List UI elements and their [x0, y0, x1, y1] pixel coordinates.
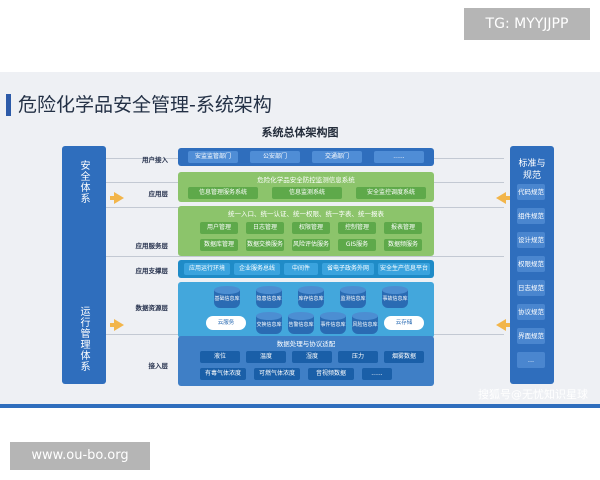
- access-box-av-data: 音视频数据: [308, 368, 354, 380]
- right-arrow-tail-2: [504, 323, 510, 327]
- std-item-more: ...: [517, 352, 545, 368]
- support-box-platform: 安全生产信息平台: [378, 263, 430, 275]
- support-box-runtime: 应用运行环境: [184, 263, 230, 275]
- support-box-esb: 企业服务总线: [234, 263, 280, 275]
- std-item-ui: 界面规范: [517, 328, 545, 344]
- std-item-protocol: 协议规范: [517, 304, 545, 320]
- svc-box-data-freq: 数据频服务: [384, 239, 422, 251]
- app-service-header: 统一入口、统一认证、统一权限、统一字表、统一报表: [228, 210, 384, 218]
- svc-box-database: 数据库管理: [200, 239, 238, 251]
- access-box-humidity: 湿度: [292, 351, 332, 363]
- access-box-toxic-gas: 有毒气体浓度: [200, 368, 246, 380]
- left-arrow-tail-1: [110, 196, 116, 200]
- title-accent-bar: [6, 94, 11, 116]
- row-label-data-resource: 数据资源层: [135, 304, 169, 312]
- user-box-police: 公安部门: [250, 151, 300, 163]
- app-layer-header: 危险化学品安全防控监测信息系统: [257, 176, 355, 184]
- access-box-smoke: 烟雾数据: [384, 351, 424, 363]
- svc-box-report: 报表管理: [384, 222, 422, 234]
- cloud-service: 云服务: [206, 316, 246, 330]
- access-layer: 数据处理与协议适配 液位 温度 湿度 压力 烟雾数据 有毒气体浓度 可燃气体浓度…: [178, 336, 434, 386]
- tg-badge: TG: MYYJJPP: [464, 8, 590, 40]
- row-label-app-support: 应用支撑层: [135, 267, 169, 275]
- right-arrow-1: [496, 192, 506, 204]
- app-box-dispatch: 安全监控调度系统: [356, 187, 426, 199]
- left-arrow-1: [114, 192, 124, 204]
- watermark: 搜狐号@无忧知识星球: [478, 388, 588, 401]
- app-support-layer: 应用运行环境 企业服务总线 中间件 省电子政务外网 安全生产信息平台: [178, 260, 434, 278]
- row-label-app-layer: 应用层: [148, 190, 169, 198]
- std-item-log: 日志规范: [517, 280, 545, 296]
- operation-management-label: 运行管理体系: [78, 306, 89, 372]
- std-item-permission: 权限规范: [517, 256, 545, 272]
- row-label-user-access: 用户接入: [142, 156, 168, 164]
- svc-box-permission: 权限管理: [292, 222, 330, 234]
- access-box-temperature: 温度: [246, 351, 286, 363]
- svc-box-exchange: 数据交换服务: [246, 239, 284, 251]
- url-badge: www.ou-bo.org: [10, 442, 150, 470]
- diagram-title: 系统总体架构图: [261, 126, 339, 139]
- bottom-strip: [0, 404, 600, 408]
- connector-line: [106, 256, 504, 257]
- access-layer-header: 数据处理与协议适配: [276, 340, 336, 348]
- right-arrow-2: [496, 319, 506, 331]
- svc-box-control: 控制管理: [338, 222, 376, 234]
- user-box-safety: 安监监管部门: [188, 151, 238, 163]
- std-item-design: 设计规范: [517, 232, 545, 248]
- svc-box-log: 日志管理: [246, 222, 284, 234]
- architecture-slide: 危险化学品安全管理-系统架构 系统总体架构图 安全体系 运行管理体系 标准与 规…: [0, 72, 600, 408]
- svc-box-risk: 风险评估服务: [292, 239, 330, 251]
- data-resource-layer: 基础信息库 隐患信息库 库存信息库 监测信息库 事故信息库 云服务 交换信息库 …: [178, 282, 434, 338]
- app-service-layer: 统一入口、统一认证、统一权限、统一字表、统一报表 用户管理 日志管理 权限管理 …: [178, 206, 434, 256]
- left-system-panel: 安全体系 运行管理体系: [62, 146, 106, 384]
- right-arrow-tail-1: [504, 196, 510, 200]
- left-arrow-2: [114, 319, 124, 331]
- user-box-traffic: 交通部门: [312, 151, 362, 163]
- app-box-monitor: 信息监测系统: [272, 187, 342, 199]
- access-box-flammable-gas: 可燃气体浓度: [254, 368, 300, 380]
- user-box-more: ......: [374, 151, 424, 163]
- std-item-code: 代码规范: [517, 184, 545, 200]
- svc-box-gis: GIS服务: [338, 239, 376, 251]
- application-layer: 危险化学品安全防控监测信息系统 信息管理服务系统 信息监测系统 安全监控调度系统: [178, 172, 434, 202]
- support-box-middleware: 中间件: [284, 263, 318, 275]
- access-box-level: 液位: [200, 351, 240, 363]
- standards-panel: 标准与 规范 代码规范 组件规范 设计规范 权限规范 日志规范 协议规范 界面规…: [510, 146, 554, 384]
- cloud-storage: 云存储: [384, 316, 424, 330]
- row-label-app-service: 应用服务层: [135, 242, 169, 250]
- user-access-layer: 安监监管部门 公安部门 交通部门 ......: [178, 148, 434, 166]
- std-item-component: 组件规范: [517, 208, 545, 224]
- security-system-label: 安全体系: [78, 160, 89, 204]
- svc-box-user: 用户管理: [200, 222, 238, 234]
- left-arrow-tail-2: [110, 323, 116, 327]
- row-label-access: 接入层: [148, 362, 169, 370]
- app-box-info-mgmt: 信息管理服务系统: [188, 187, 258, 199]
- access-box-pressure: 压力: [338, 351, 378, 363]
- access-box-more: ......: [362, 368, 392, 380]
- support-box-egov: 省电子政务外网: [322, 263, 374, 275]
- standards-title: 标准与 规范: [518, 159, 546, 181]
- slide-title: 危险化学品安全管理-系统架构: [18, 94, 272, 116]
